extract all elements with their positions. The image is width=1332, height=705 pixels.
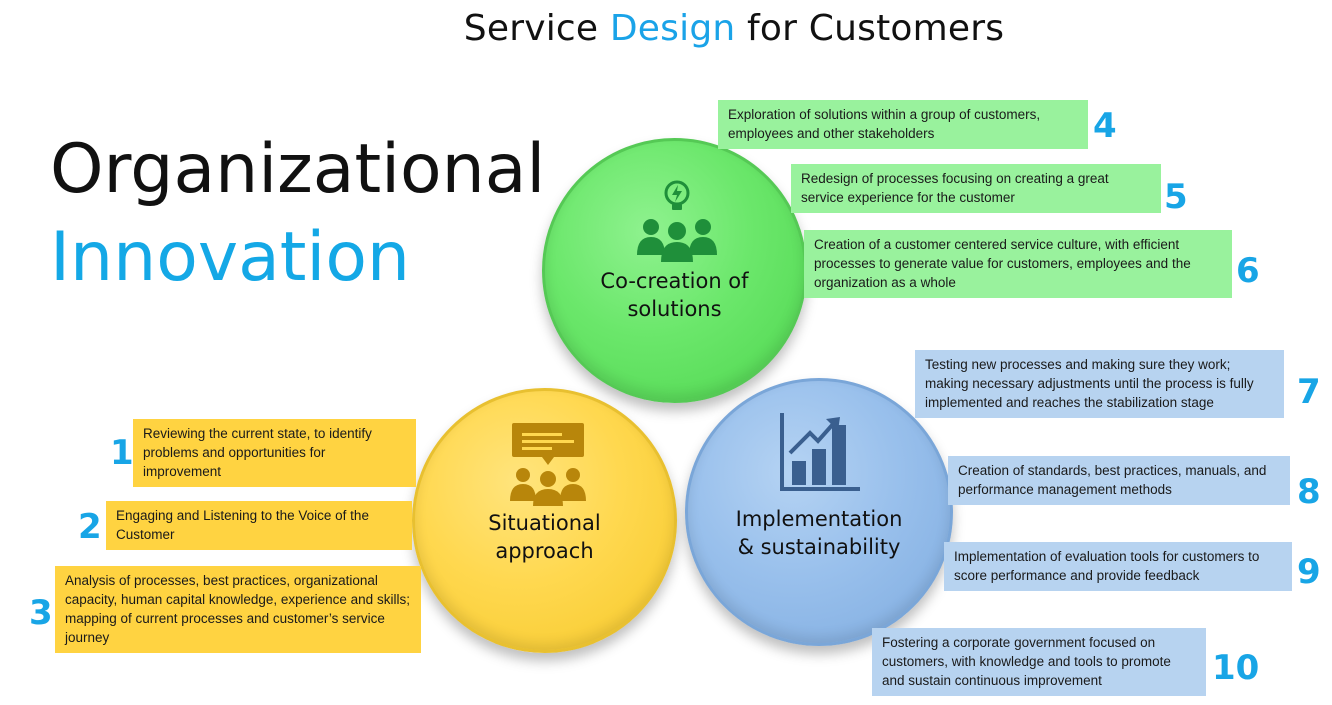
title-part-3: for Customers xyxy=(735,8,1005,49)
item-number-4: 4 xyxy=(1093,106,1117,146)
item-number-8: 8 xyxy=(1297,472,1321,512)
circle-implementation: Implementation & sustainability xyxy=(685,378,953,646)
title-part-2: Design xyxy=(609,8,736,49)
item-box-9: Implementation of evaluation tools for c… xyxy=(944,542,1292,591)
item-number-6: 6 xyxy=(1236,251,1260,291)
item-number-3: 3 xyxy=(29,593,53,633)
item-box-5: Redesign of processes focusing on creati… xyxy=(791,164,1161,213)
item-box-10: Fostering a corporate government focused… xyxy=(872,628,1206,696)
circle-co-creation-label: Co-creation of solutions xyxy=(600,269,749,321)
circle-implementation-label: Implementation & sustainability xyxy=(735,507,903,559)
growth-chart-icon xyxy=(780,413,860,491)
item-number-10: 10 xyxy=(1212,648,1260,688)
item-number-5: 5 xyxy=(1164,177,1188,217)
heading-line-2: Innovation xyxy=(50,218,411,297)
item-number-7: 7 xyxy=(1297,372,1321,412)
item-box-7: Testing new processes and making sure th… xyxy=(915,350,1284,418)
item-box-3: Analysis of processes, best practices, o… xyxy=(55,566,421,653)
circle-situational-label: Situational approach xyxy=(488,511,601,563)
item-box-1: Reviewing the current state, to identify… xyxy=(133,419,416,487)
item-number-9: 9 xyxy=(1297,552,1321,592)
item-box-8: Creation of standards, best practices, m… xyxy=(948,456,1290,505)
item-box-6: Creation of a customer centered service … xyxy=(804,230,1232,298)
circle-situational: Situational approach xyxy=(412,388,677,653)
item-box-4: Exploration of solutions within a group … xyxy=(718,100,1088,149)
heading-line-1: Organizational xyxy=(50,130,546,209)
item-number-1: 1 xyxy=(110,433,134,473)
item-number-2: 2 xyxy=(78,507,102,547)
discussion-icon xyxy=(510,423,586,506)
item-box-2: Engaging and Listening to the Voice of t… xyxy=(106,501,412,550)
circle-co-creation: Co-creation of solutions xyxy=(542,138,807,403)
page-title: Service Design for Customers xyxy=(0,8,1332,49)
team-idea-icon xyxy=(637,180,717,262)
title-part-1: Service xyxy=(463,8,610,49)
